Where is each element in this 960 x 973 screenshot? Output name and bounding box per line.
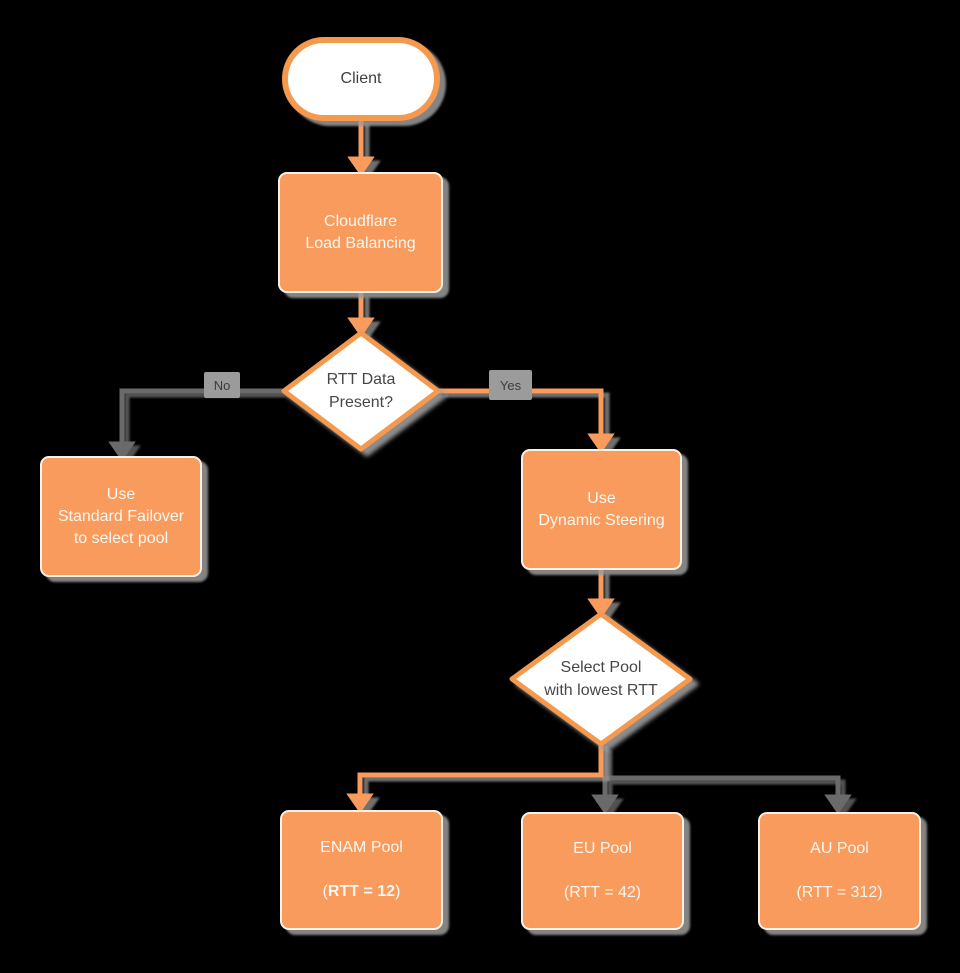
arrowhead-failover: [108, 441, 136, 462]
node-load-balancer: Cloudflare Load Balancing: [278, 172, 443, 293]
arrowhead-enam: [346, 793, 374, 814]
arrowhead-dynamic: [587, 433, 615, 454]
diamond-select-pool: [509, 611, 693, 747]
diamond-rtt-decision: [281, 330, 441, 452]
edge-selectpool-to-enam: [357, 744, 604, 797]
node-au-pool-rtt: (RTT = 312): [796, 884, 883, 901]
node-eu-pool: EU Pool (RTT = 42): [521, 812, 684, 930]
node-load-balancer-label: Cloudflare Load Balancing: [305, 212, 416, 252]
node-dynamic-steering: Use Dynamic Steering: [521, 449, 682, 570]
node-client-label: Client: [340, 70, 382, 87]
arrowhead-au: [824, 794, 852, 815]
node-enam-pool-rtt: (RTT = 12): [322, 883, 401, 900]
edge-selectpool-to-au: [605, 775, 841, 798]
arrowhead-lb: [347, 156, 375, 177]
arrowhead-eu: [591, 794, 619, 815]
edge-label-yes: Yes: [489, 370, 532, 400]
node-standard-failover-label: Use Standard Failover to select pool: [57, 485, 185, 547]
node-standard-failover: Use Standard Failover to select pool: [40, 456, 202, 577]
node-client: Client: [282, 37, 440, 121]
node-enam-pool: ENAM Pool (RTT = 12): [280, 810, 443, 930]
arrowhead-selectpool: [587, 598, 615, 619]
node-eu-pool-name: EU Pool: [573, 840, 632, 857]
node-au-pool: AU Pool (RTT = 312): [758, 812, 921, 930]
node-enam-pool-name: ENAM Pool: [320, 839, 403, 856]
node-select-pool-label: Select Pool with lowest RTT: [544, 659, 658, 699]
arrowhead-decision: [347, 317, 375, 338]
node-rtt-decision-label: RTT Data Present?: [326, 371, 396, 411]
node-eu-pool-rtt: (RTT = 42): [563, 884, 642, 901]
node-dynamic-steering-label: Use Dynamic Steering: [538, 489, 665, 529]
edge-decision-to-failover: [119, 388, 284, 445]
edge-label-no: No: [204, 372, 240, 398]
node-au-pool-name: AU Pool: [810, 840, 869, 857]
